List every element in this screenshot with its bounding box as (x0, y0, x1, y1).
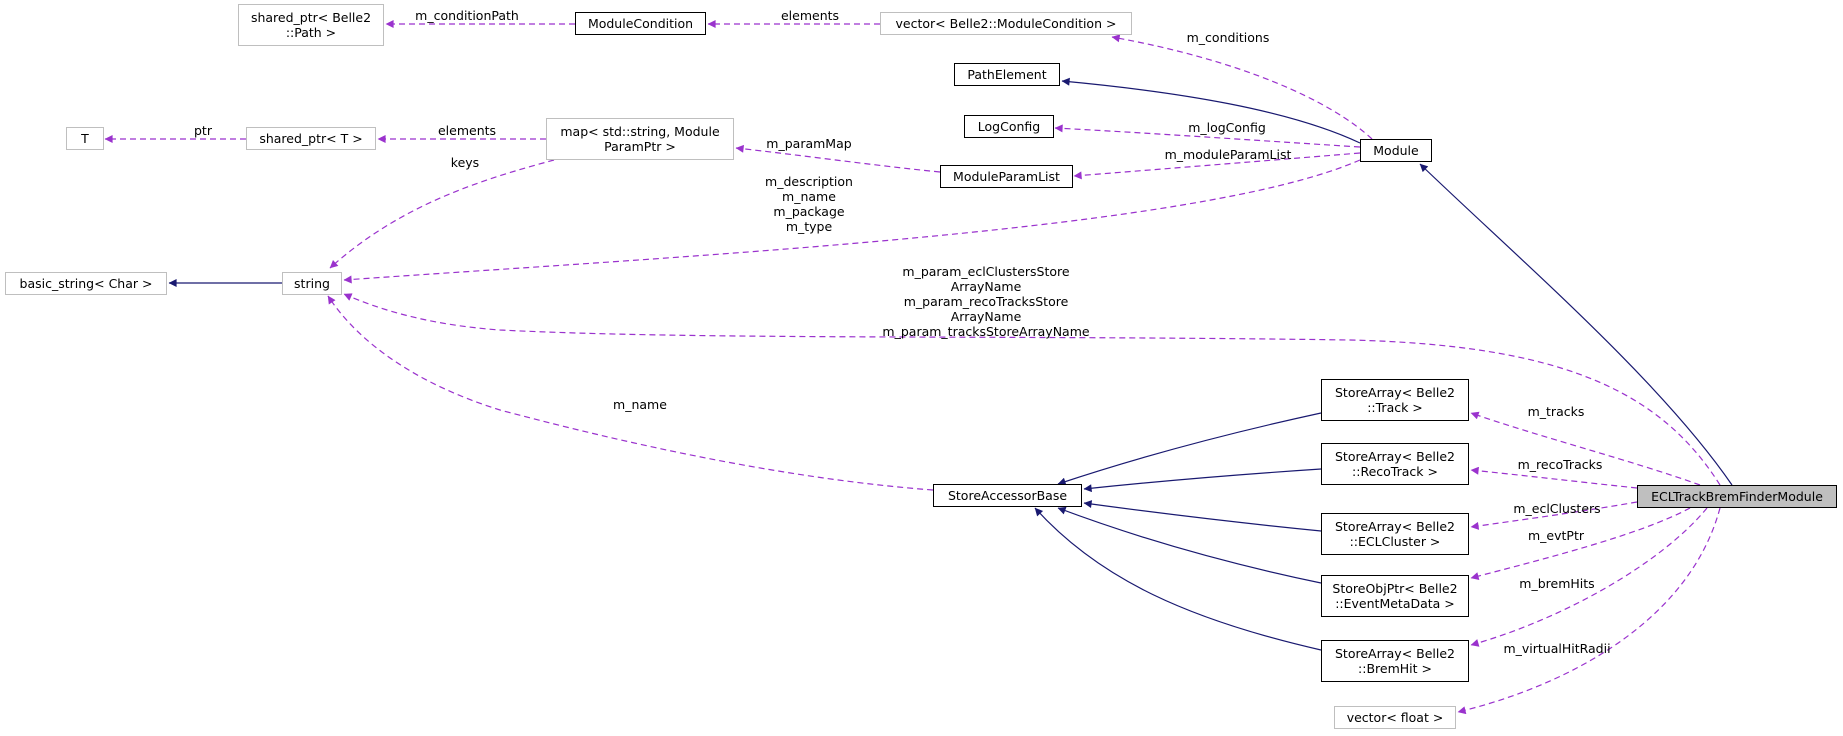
class-node-string: string (282, 272, 342, 295)
usage-edge-param-map (735, 144, 941, 173)
inheritance-edge-inherit-sa-recotrack (1083, 468, 1322, 493)
class-node-ecl-track-brem[interactable]: ECLTrackBremFinderModule (1637, 485, 1837, 508)
class-node-label: vector< Belle2::ModuleCondition > (895, 16, 1117, 31)
class-node-label: LogConfig (977, 119, 1041, 134)
class-node-label: StoreArray< Belle2 (1334, 646, 1455, 661)
edge-label: elements (438, 123, 496, 138)
edge-label: m_virtualHitRadii (1503, 641, 1610, 656)
class-node-label: StoreAccessorBase (947, 488, 1068, 503)
usage-edge-evt-ptr (1470, 507, 1691, 580)
class-node-label: ModuleCondition (587, 16, 694, 31)
class-node-label: ::Track > (1367, 400, 1423, 415)
class-node-t: T (66, 127, 104, 150)
class-node-vector-float: vector< float > (1334, 706, 1456, 729)
class-node-label: shared_ptr< T > (259, 131, 363, 146)
inheritance-edge-inherit-path-element (1061, 77, 1361, 144)
inheritance-edge-inherit-module (1419, 163, 1733, 486)
class-node-path-element[interactable]: PathElement (954, 63, 1060, 86)
usage-edge-module-strings (343, 159, 1361, 284)
edge-label: keys (451, 155, 479, 170)
edge-label: ptr (194, 123, 213, 138)
edge-label: m_param_recoTracksStore (904, 294, 1069, 309)
edge-label: m_paramMap (766, 136, 851, 151)
edge-label: ArrayName (951, 279, 1022, 294)
class-node-label: ParamPtr > (604, 139, 676, 154)
class-node-basic-string: basic_string< Char > (5, 272, 167, 295)
edge-label: m_moduleParamList (1165, 147, 1292, 162)
edge-label: elements (781, 8, 839, 23)
edge-label: m_type (786, 219, 833, 234)
class-node-label: ::ECLCluster > (1349, 534, 1441, 549)
class-node-sa-track[interactable]: StoreArray< Belle2::Track > (1321, 379, 1469, 421)
edge-label: m_param_eclClustersStore (902, 264, 1070, 279)
edge-label: m_param_tracksStoreArrayName (882, 324, 1089, 339)
class-node-module-condition[interactable]: ModuleCondition (575, 12, 706, 35)
usage-edge-conditions (1111, 34, 1373, 140)
edge-label: m_recoTracks (1518, 457, 1603, 472)
edge-label: m_bremHits (1519, 576, 1594, 591)
class-node-label: T (81, 131, 89, 146)
class-node-module[interactable]: Module (1360, 139, 1432, 162)
class-node-label: StoreArray< Belle2 (1334, 519, 1455, 534)
edge-label: m_tracks (1528, 404, 1585, 419)
class-node-label: ECLTrackBremFinderModule (1651, 489, 1823, 504)
class-node-shared-path: shared_ptr< Belle2::Path > (238, 4, 384, 46)
class-node-shared-t: shared_ptr< T > (246, 127, 376, 150)
usage-edge-brem-hits (1470, 507, 1708, 647)
usage-edge-log-config (1054, 124, 1361, 148)
class-node-store-accessor-base[interactable]: StoreAccessorBase (933, 484, 1082, 507)
inheritance-edge-inherit-so-eventmeta (1057, 506, 1322, 584)
class-node-label: ::BremHit > (1358, 661, 1432, 676)
usage-edge-ecl-clusters (1470, 501, 1638, 530)
class-node-label: string (294, 276, 330, 291)
edge-label: m_eclClusters (1513, 501, 1600, 516)
class-node-label: basic_string< Char > (19, 276, 153, 291)
class-node-label: shared_ptr< Belle2 (250, 10, 372, 25)
edge-label: m_logConfig (1188, 120, 1266, 135)
class-node-label: StoreObjPtr< Belle2 (1332, 581, 1458, 596)
class-node-so-eventmeta[interactable]: StoreObjPtr< Belle2::EventMetaData > (1321, 575, 1469, 617)
class-node-log-config[interactable]: LogConfig (964, 115, 1054, 138)
class-node-sa-recotrack[interactable]: StoreArray< Belle2::RecoTrack > (1321, 443, 1469, 485)
edge-label: ArrayName (951, 309, 1022, 324)
edge-label: m_evtPtr (1528, 528, 1585, 543)
edge-label: m_name (613, 397, 667, 412)
usage-edge-module-param-list (1073, 152, 1361, 180)
class-node-sa-eclcluster[interactable]: StoreArray< Belle2::ECLCluster > (1321, 513, 1469, 555)
class-node-label: StoreArray< Belle2 (1334, 449, 1455, 464)
class-node-label: map< std::string, Module (560, 124, 720, 139)
edge-label: m_description (765, 174, 853, 189)
class-node-module-param-list[interactable]: ModuleParamList (940, 165, 1073, 188)
inheritance-edge-inherit-sa-bremhit (1034, 507, 1322, 651)
class-node-label: Module (1373, 143, 1419, 158)
usage-edge-param-names (343, 293, 1721, 486)
edge-label: m_name (782, 189, 836, 204)
edge-label: m_conditions (1187, 30, 1270, 45)
usage-edge-tracks (1470, 411, 1701, 486)
class-node-label: ::Path > (285, 25, 337, 40)
class-node-label: ::RecoTrack > (1352, 464, 1438, 479)
edge-label: m_conditionPath (415, 8, 519, 23)
class-node-vector-module-condition: vector< Belle2::ModuleCondition > (880, 12, 1132, 35)
class-node-sa-bremhit[interactable]: StoreArray< Belle2::BremHit > (1321, 640, 1469, 682)
inheritance-edge-inherit-sa-track (1057, 412, 1322, 486)
class-node-label: ModuleParamList (953, 169, 1060, 184)
class-node-label: ::EventMetaData > (1335, 596, 1455, 611)
inheritance-edge-inherit-sa-eclcluster (1083, 500, 1322, 532)
class-node-label: PathElement (967, 67, 1047, 82)
edge-label: m_package (773, 204, 845, 219)
class-node-label: vector< float > (1346, 710, 1444, 725)
usage-edge-virtual-hit-radii (1457, 507, 1721, 715)
class-node-label: StoreArray< Belle2 (1334, 385, 1455, 400)
